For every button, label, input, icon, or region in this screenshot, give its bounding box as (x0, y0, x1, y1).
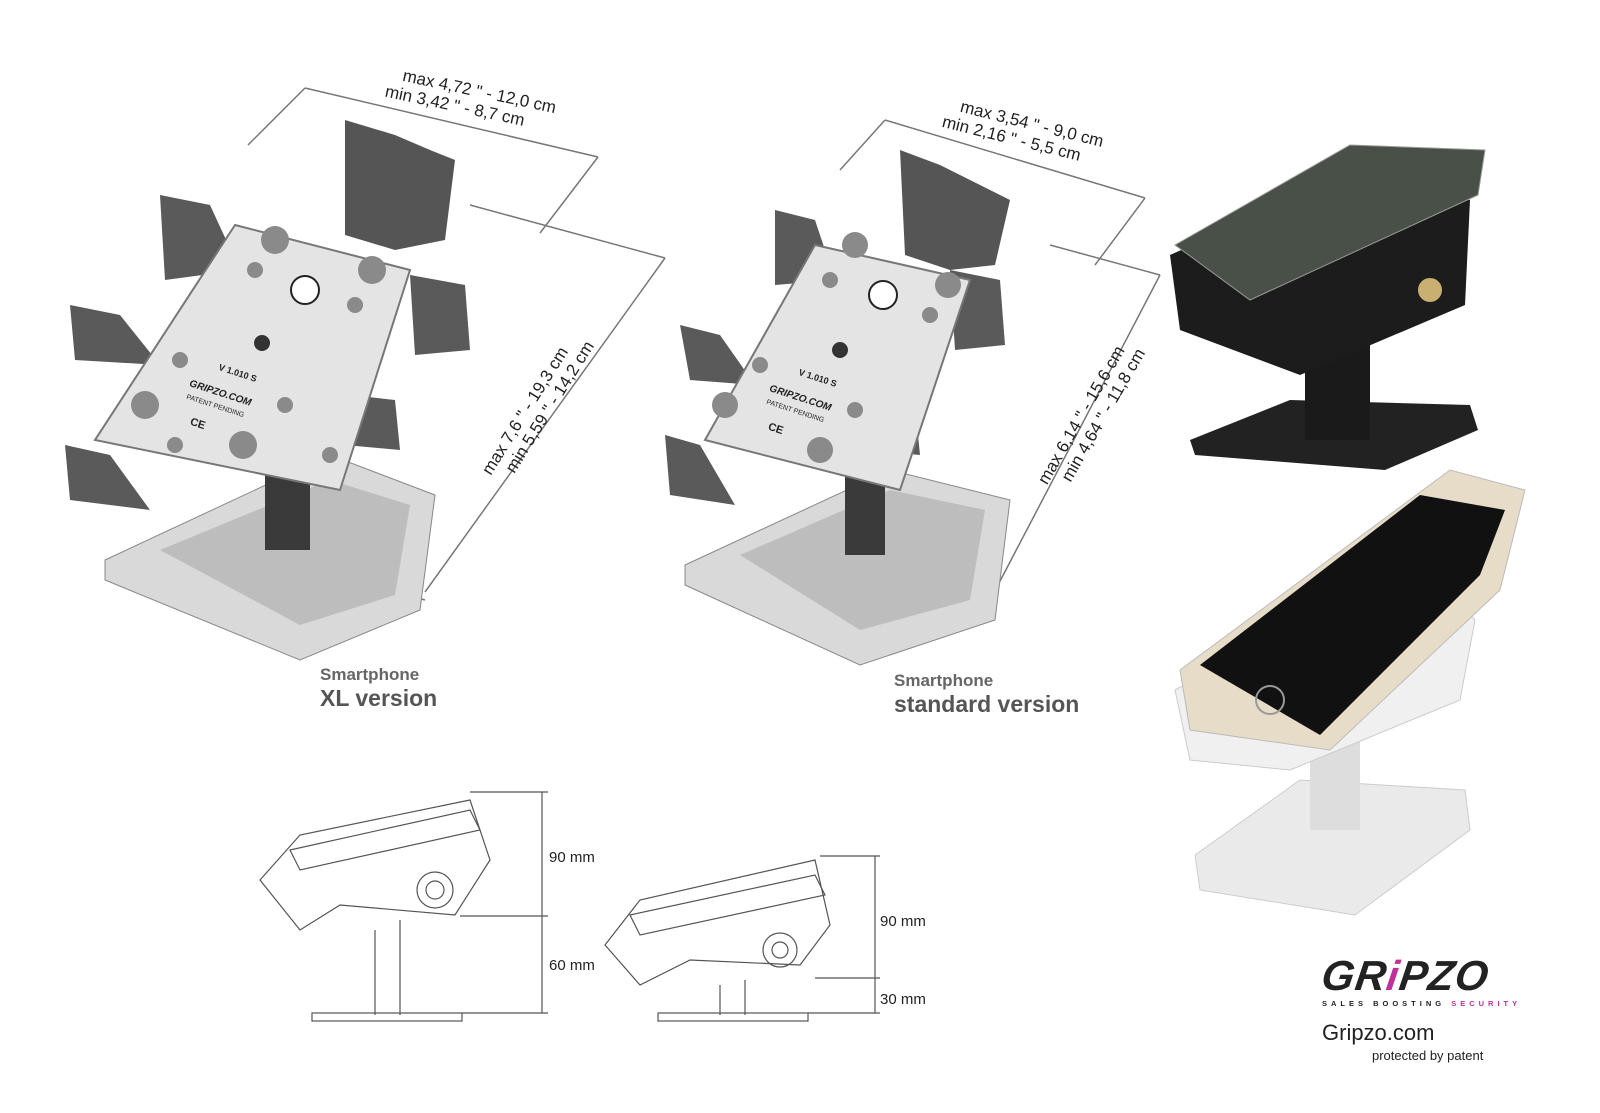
right-lower-measure: 30 mm (880, 991, 926, 1008)
brand-block: GRiPZO SALES BOOSTING SECURITY Gripzo.co… (1318, 952, 1540, 1063)
white-holder-photo (1174, 469, 1526, 916)
xl-device-render (65, 120, 470, 661)
patent-note: protected by patent (1372, 1048, 1484, 1063)
xl-caption: Smartphone XL version (320, 665, 437, 712)
tagline-main: SALES BOOSTING (1322, 999, 1446, 1008)
logo-part: PZO (1396, 952, 1493, 999)
standard-caption-line2: standard version (894, 691, 1080, 717)
left-lower-measure: 60 mm (549, 957, 595, 974)
logo-tagline: SALES BOOSTING SECURITY (1322, 999, 1537, 1008)
left-upper-measure: 90 mm (549, 849, 595, 866)
right-upper-measure: 90 mm (880, 913, 926, 930)
gripzo-logo: GRiPZO (1318, 952, 1540, 999)
tagline-accent: SECURITY (1451, 999, 1522, 1008)
logo-part: GR (1318, 952, 1391, 999)
black-holder-photo (1170, 144, 1486, 470)
standard-caption-line1: Smartphone (894, 671, 994, 690)
standard-caption: Smartphone standard version (894, 671, 1079, 718)
xl-caption-line1: Smartphone (320, 665, 420, 684)
xl-caption-line2: XL version (320, 685, 438, 711)
side-view-drawings (259, 791, 880, 1022)
website: Gripzo.com (1322, 1020, 1435, 1045)
standard-device-render (665, 150, 1011, 666)
